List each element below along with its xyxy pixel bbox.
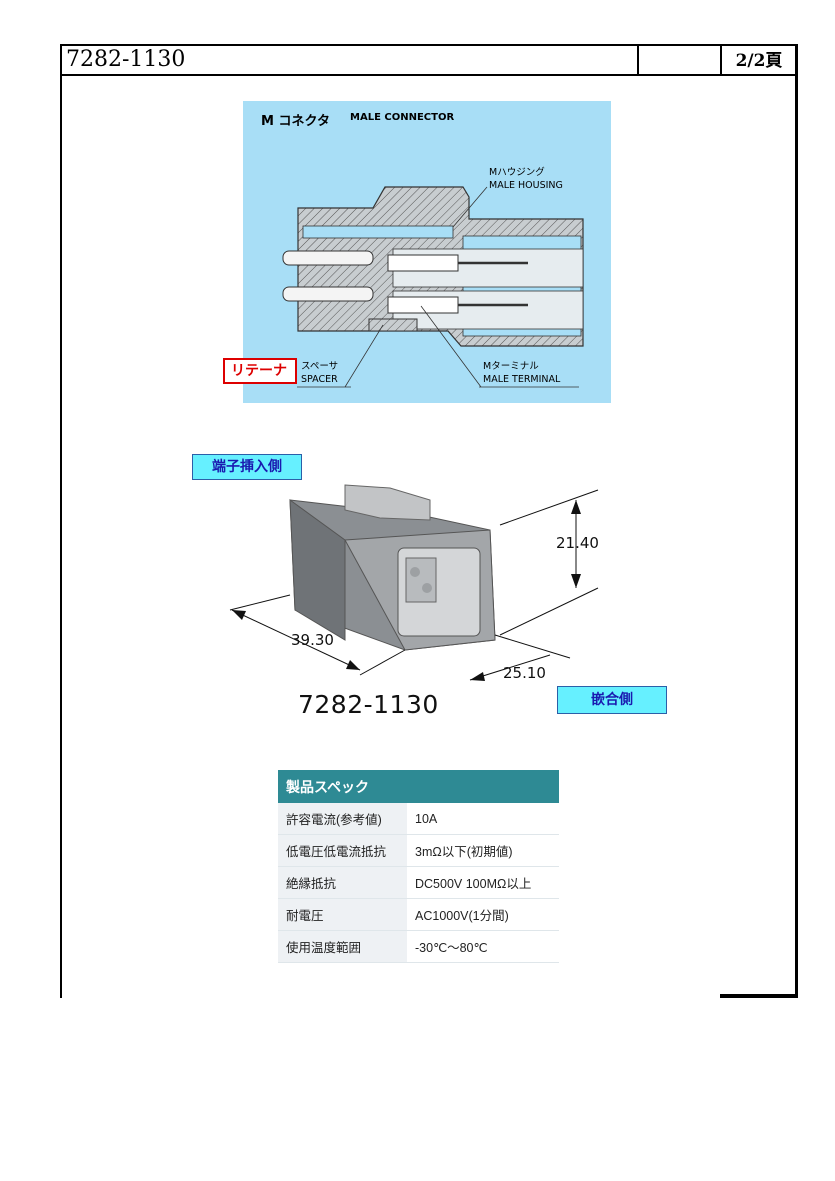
spacer-label-jp: スペーサ [301, 361, 339, 372]
spec-table-header: 製品スペック [278, 770, 559, 803]
table-row: 耐電圧 AC1000V(1分間) [278, 898, 559, 931]
insert-side-tag: 端子挿入側 [192, 454, 302, 480]
spec-value: 10A [407, 803, 559, 835]
spec-value: 3mΩ以下(初期値) [407, 834, 559, 867]
frame-right-border [795, 44, 798, 998]
drawing-title-jp: M コネクタ [261, 114, 330, 129]
spec-value: DC500V 100MΩ以上 [407, 866, 559, 899]
retainer-callout: リテーナ [223, 358, 297, 384]
table-row: 許容電流(参考値) 10A [278, 803, 559, 835]
mating-side-tag: 嵌合側 [557, 686, 667, 714]
header-divider [60, 74, 798, 76]
connector-section-illustration [282, 186, 584, 388]
table-row: 絶縁抵抗 DC500V 100MΩ以上 [278, 866, 559, 899]
spacer-label-en: SPACER [301, 374, 338, 385]
housing-label-jp: Mハウジング [489, 167, 545, 178]
table-row: 使用温度範囲 -30℃～80℃ [278, 930, 559, 963]
spec-value: AC1000V(1分間) [407, 898, 559, 931]
terminal-label-jp: Mターミナル [483, 361, 539, 372]
table-row: 低電圧低電流抵抗 3mΩ以下(初期値) [278, 834, 559, 867]
header-cell-divider [720, 44, 722, 76]
connector-photo-illustration [229, 484, 599, 681]
spec-key: 絶縁抵抗 [278, 866, 407, 899]
page-number: 2/2頁 [735, 51, 783, 71]
terminal-label-en: MALE TERMINAL [483, 374, 561, 385]
dimension-width: 25.10 [503, 664, 546, 682]
dimension-height: 21.40 [556, 534, 599, 552]
frame-left-border [60, 44, 62, 998]
spec-key: 低電圧低電流抵抗 [278, 834, 407, 867]
photo-part-caption: 7282-1130 [298, 690, 439, 719]
housing-label-en: MALE HOUSING [489, 180, 563, 191]
header-cell-divider [637, 44, 639, 76]
dimension-length: 39.30 [291, 631, 334, 649]
page-title: 7282-1130 [66, 47, 186, 72]
spec-table: 製品スペック 許容電流(参考値) 10A 低電圧低電流抵抗 3mΩ以下(初期値)… [278, 770, 559, 963]
spec-value: -30℃～80℃ [407, 930, 559, 963]
frame-top-border [60, 44, 798, 46]
spec-key: 使用温度範囲 [278, 930, 407, 963]
section-drawing [243, 101, 611, 403]
spec-key: 耐電圧 [278, 898, 407, 931]
drawing-title-en: MALE CONNECTOR [350, 112, 455, 123]
frame-bottom-border [720, 994, 798, 998]
spec-key: 許容電流(参考値) [278, 803, 407, 835]
